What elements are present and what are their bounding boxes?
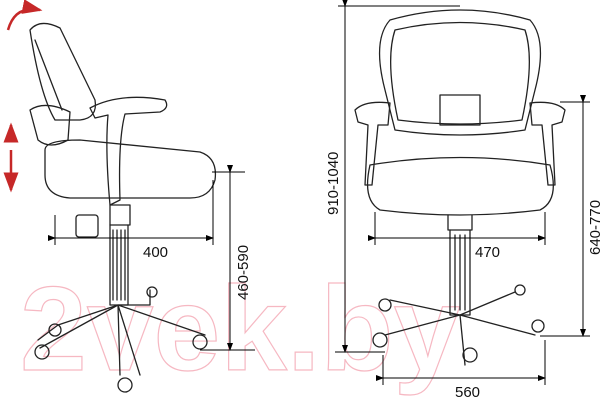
total-height-label: 910-1040 bbox=[325, 152, 342, 215]
chair-front-view bbox=[354, 9, 566, 366]
base-front bbox=[384, 291, 536, 366]
dimension-total-height: 910-1040 bbox=[325, 0, 460, 353]
armrest-height-label: 640-770 bbox=[587, 200, 600, 255]
dimension-seat-height: 460-590 bbox=[200, 165, 255, 351]
lumbar-pad bbox=[439, 94, 481, 126]
dimension-side-depth: 400 bbox=[48, 180, 214, 261]
dimension-seat-width: 470 bbox=[368, 212, 546, 261]
seat-front bbox=[366, 156, 554, 216]
watermark: 2vek.by bbox=[20, 262, 461, 396]
armrest-right bbox=[529, 101, 566, 186]
mechanism bbox=[109, 204, 131, 226]
dimension-base-width: 560 bbox=[376, 340, 546, 401]
base-width-label: 560 bbox=[455, 384, 480, 401]
tilt-arrow-icon bbox=[6, 0, 43, 31]
lever-knob bbox=[75, 214, 99, 238]
armrest-left bbox=[354, 101, 391, 186]
side-depth-label: 400 bbox=[143, 244, 168, 261]
backrest-side bbox=[29, 22, 97, 121]
seat-height-label: 460-590 bbox=[235, 245, 252, 300]
backrest-front bbox=[378, 9, 542, 136]
armrest-side bbox=[89, 96, 168, 206]
seat-width-label: 470 bbox=[475, 244, 500, 261]
seat-side bbox=[44, 139, 217, 199]
dimension-armrest-height: 640-770 bbox=[540, 95, 600, 337]
chair-side-view bbox=[29, 22, 217, 393]
adjustment-arrows bbox=[3, 0, 43, 193]
